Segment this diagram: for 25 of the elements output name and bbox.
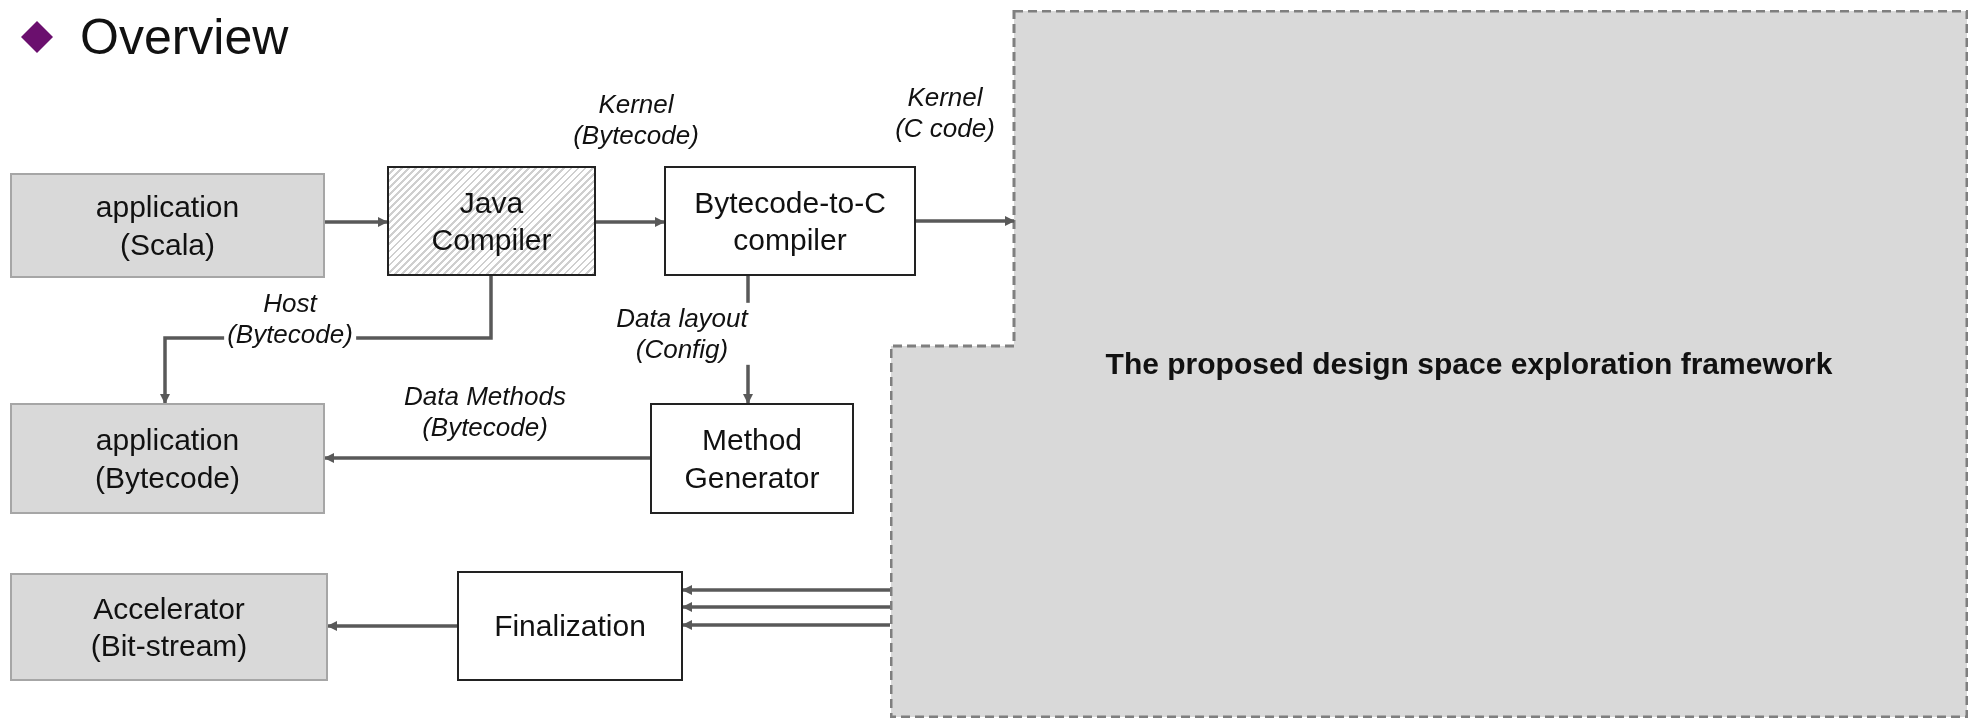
process-box <box>664 166 916 276</box>
region-title: The proposed design space exploration framework <box>1105 347 1833 381</box>
node-text: application (Scala) <box>95 189 240 263</box>
hatched-process-box <box>387 166 596 276</box>
node-text: Finalization <box>494 608 646 645</box>
process-box <box>10 173 325 278</box>
arrow <box>596 217 665 227</box>
arrow <box>325 217 388 227</box>
process-box <box>650 403 854 514</box>
process-box <box>10 573 328 681</box>
arrow <box>327 621 457 631</box>
process-box <box>10 403 325 514</box>
arrow <box>682 620 890 630</box>
framework-region <box>890 10 1968 718</box>
node-text: Bytecode-to-C compiler <box>693 184 887 258</box>
node-text: application (Bytecode) <box>94 422 241 496</box>
node-text: Accelerator (Bit-stream) <box>90 590 248 664</box>
process-box <box>457 571 683 681</box>
arrow <box>916 216 1015 226</box>
arrow <box>682 602 890 612</box>
node-text: Method Generator <box>683 422 821 496</box>
arrow <box>682 585 890 595</box>
node-text: Java Compiler <box>430 184 553 258</box>
title: Overview <box>80 8 289 66</box>
arrow <box>324 453 650 463</box>
